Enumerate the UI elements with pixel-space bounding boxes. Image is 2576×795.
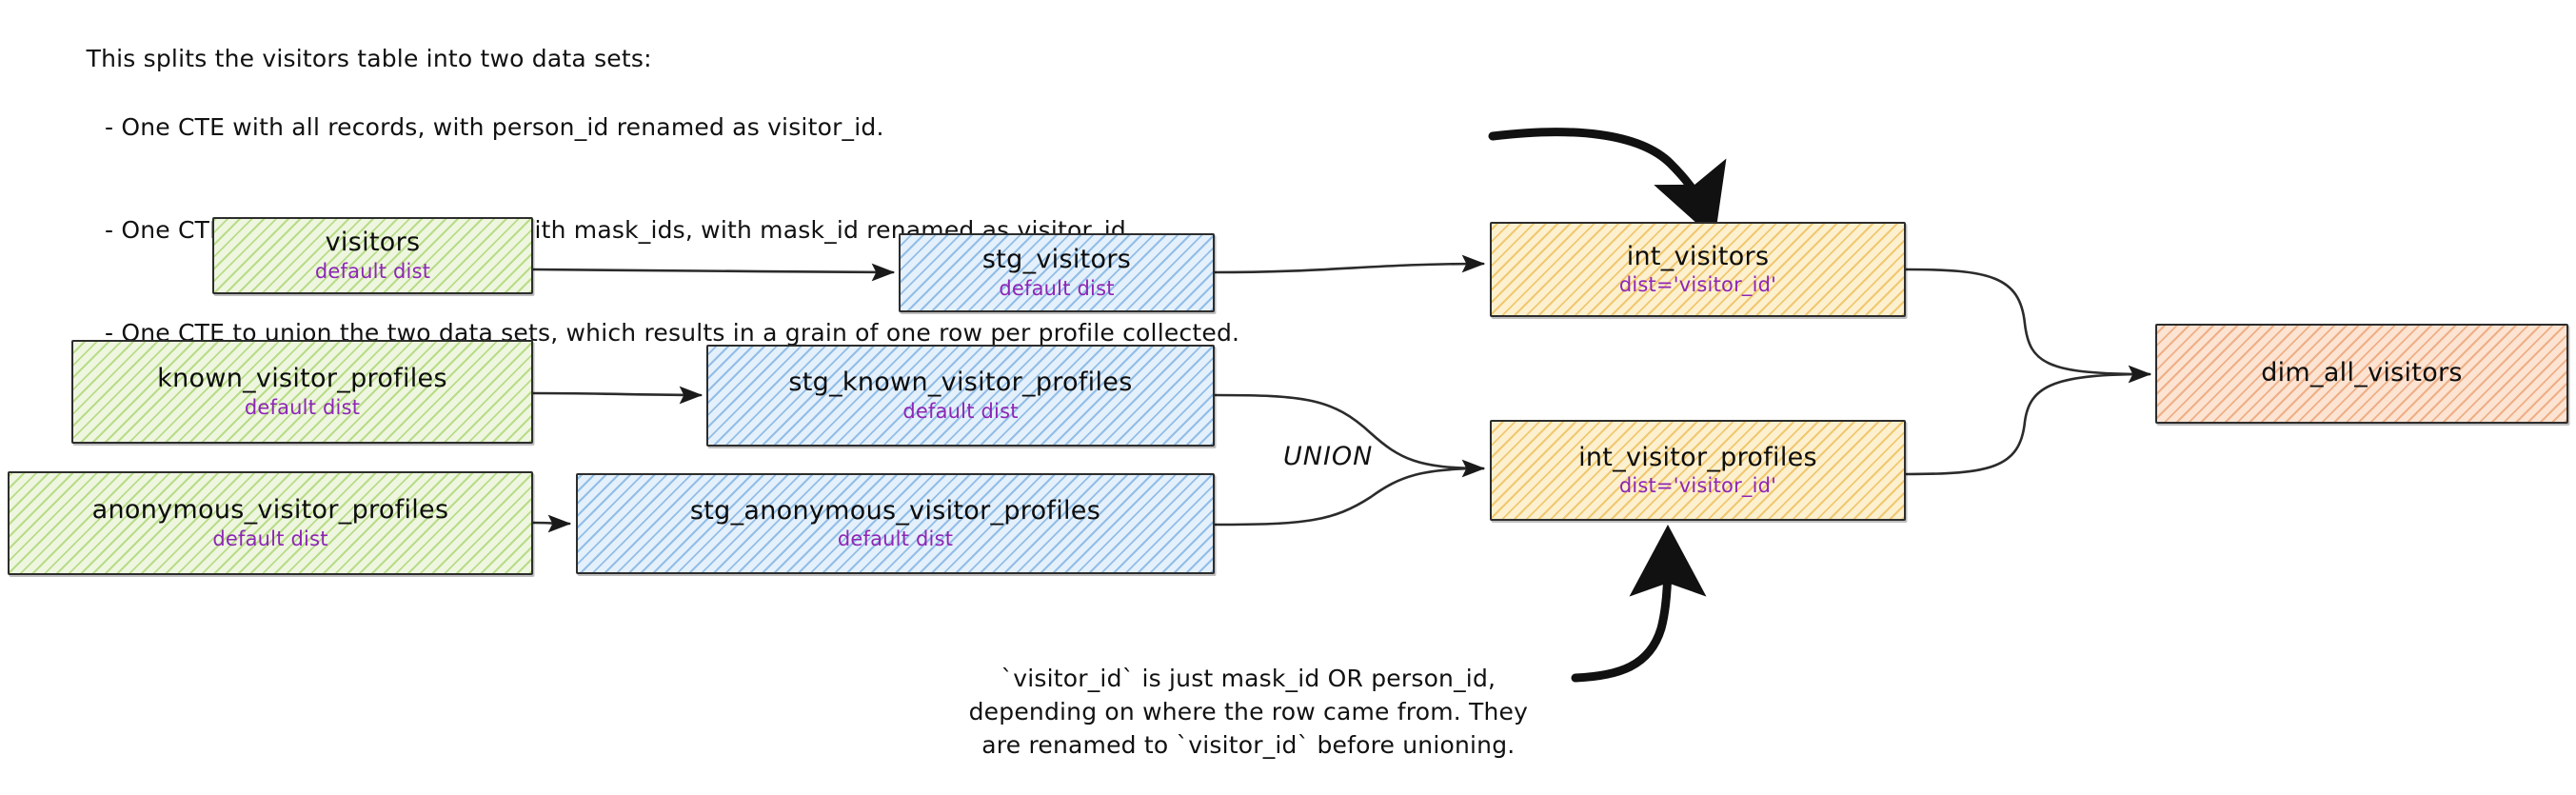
- union-edge-label: UNION: [1283, 442, 1374, 471]
- node-known-visitor-profiles-subtitle: default dist: [244, 395, 361, 419]
- node-dim-all-visitors[interactable]: dim_all_visitors: [2155, 324, 2568, 424]
- header-note-line-2: - One CTE with all records, with person_…: [105, 113, 884, 141]
- node-int-visitor-profiles-title: int_visitor_profiles: [1578, 442, 1817, 472]
- node-stg-anonymous-visitor-profiles-subtitle: default dist: [837, 527, 954, 551]
- node-stg-visitors-title: stg_visitors: [981, 245, 1132, 275]
- annotation-arrow-to-int-visitor-profiles: [1571, 525, 1707, 683]
- edge-int-profiles-dim: [1904, 365, 2152, 476]
- edge-anon-stg-anon: [531, 514, 572, 533]
- node-int-visitor-profiles[interactable]: int_visitor_profiles dist='visitor_id': [1490, 420, 1906, 521]
- node-anonymous-visitor-profiles-subtitle: default dist: [212, 527, 328, 550]
- node-int-visitor-profiles-subtitle: dist='visitor_id': [1618, 474, 1777, 498]
- node-dim-all-visitors-title: dim_all_visitors: [2261, 358, 2463, 388]
- header-note-line-4: - One CTE to union the two data sets, wh…: [105, 319, 1240, 347]
- node-stg-anonymous-visitor-profiles-title: stg_anonymous_visitor_profiles: [689, 495, 1101, 526]
- node-anonymous-visitor-profiles-title: anonymous_visitor_profiles: [91, 495, 449, 526]
- bottom-note-line-3: are renamed to `visitor_id` before union…: [981, 731, 1516, 759]
- header-note-line-1: This splits the visitors table into two …: [86, 45, 652, 72]
- node-stg-known-visitor-profiles-subtitle: default dist: [902, 399, 1019, 423]
- edge-stg-visitors-int-visitors: [1213, 254, 1486, 274]
- node-visitors-subtitle: default dist: [314, 259, 431, 283]
- bottom-note-line-2: depending on where the row came from. Th…: [968, 698, 1529, 725]
- annotation-arrow-to-int-visitors: [1488, 128, 1727, 240]
- node-stg-visitors[interactable]: stg_visitors default dist: [899, 233, 1215, 312]
- node-stg-known-visitor-profiles-title: stg_known_visitor_profiles: [788, 368, 1133, 398]
- node-stg-anonymous-visitor-profiles[interactable]: stg_anonymous_visitor_profiles default d…: [576, 473, 1215, 574]
- node-stg-known-visitor-profiles[interactable]: stg_known_visitor_profiles default dist: [706, 345, 1215, 447]
- node-visitors[interactable]: visitors default dist: [212, 217, 533, 294]
- edge-int-visitors-dim: [1904, 268, 2151, 376]
- node-int-visitors-title: int_visitors: [1626, 241, 1770, 271]
- node-int-visitors[interactable]: int_visitors dist='visitor_id': [1490, 222, 1906, 317]
- bottom-note-line-1: `visitor_id` is just mask_id OR person_i…: [1001, 665, 1496, 692]
- node-known-visitor-profiles-title: known_visitor_profiles: [157, 364, 447, 394]
- node-int-visitors-subtitle: dist='visitor_id': [1618, 273, 1777, 297]
- diagram-canvas: This splits the visitors table into two …: [8, 45, 2568, 759]
- node-stg-visitors-subtitle: default dist: [999, 276, 1115, 300]
- node-known-visitor-profiles[interactable]: known_visitor_profiles default dist: [71, 340, 533, 444]
- edge-stg-anon-int-profiles: [1213, 459, 1486, 527]
- node-anonymous-visitor-profiles[interactable]: anonymous_visitor_profiles default dist: [8, 471, 533, 575]
- node-visitors-title: visitors: [325, 228, 421, 258]
- bottom-annotation: `visitor_id` is just mask_id OR person_i…: [938, 628, 1528, 795]
